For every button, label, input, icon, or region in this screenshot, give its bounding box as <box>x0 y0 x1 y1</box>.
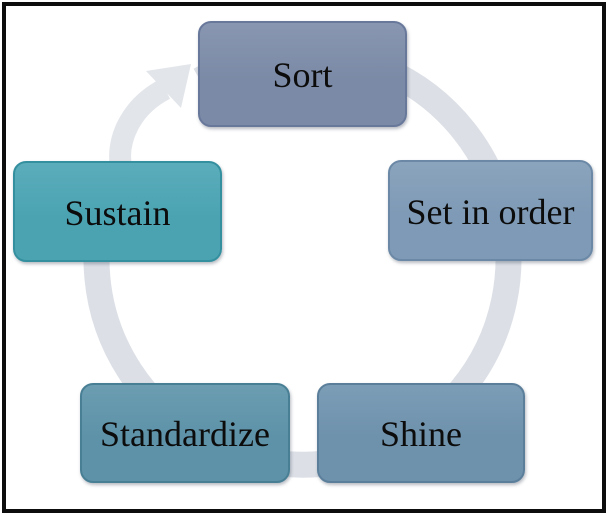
node-shine-label: Shine <box>379 414 462 454</box>
node-set-in-order: Set in order <box>388 160 593 261</box>
node-shine: Shine <box>317 383 525 483</box>
node-sort: Sort <box>198 21 407 127</box>
cycle-arrow-head-icon <box>146 64 191 108</box>
cycle-arrow-tail <box>109 79 171 175</box>
node-sort-label: Sort <box>272 55 333 95</box>
node-standardize-label: Standardize <box>100 414 270 454</box>
node-set-in-order-label: Set in order <box>406 191 575 232</box>
node-standardize: Standardize <box>80 383 290 483</box>
node-sustain-label: Sustain <box>64 192 171 233</box>
node-sustain: Sustain <box>13 161 222 262</box>
